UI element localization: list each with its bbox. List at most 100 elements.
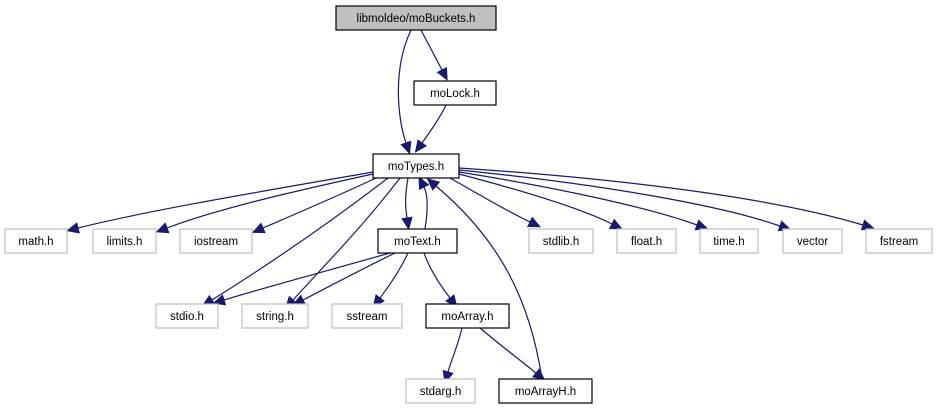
node-moLock[interactable]: moLock.h bbox=[413, 80, 497, 106]
node-label: moArray.h bbox=[441, 311, 493, 323]
edge-line bbox=[447, 327, 463, 373]
edge-moTypes-to-limits bbox=[155, 173, 374, 234]
edge-line bbox=[423, 186, 428, 230]
node-stdarg: stdarg.h bbox=[405, 378, 476, 404]
edge-line bbox=[77, 171, 374, 229]
node-box bbox=[179, 228, 253, 254]
edge-moTypes-to-stdlib bbox=[449, 177, 542, 228]
node-label: stdio.h bbox=[170, 311, 204, 323]
edge-line bbox=[458, 173, 613, 225]
nodes-layer: libmoldeo/moBuckets.h moLock.h moTypes.h ma… bbox=[4, 5, 933, 404]
node-label: moLock.h bbox=[430, 88, 480, 100]
arrowhead-icon bbox=[66, 222, 80, 234]
edge-moArray-to-moArrayH bbox=[479, 327, 546, 381]
arrowhead-icon bbox=[401, 216, 413, 231]
arrowhead-icon bbox=[608, 218, 623, 230]
node-moArray[interactable]: moArray.h bbox=[425, 303, 510, 329]
node-box bbox=[498, 378, 593, 404]
node-box bbox=[331, 303, 403, 329]
edge-moText-to-moArray bbox=[423, 252, 458, 308]
edge-moText-to-stdio bbox=[212, 252, 391, 306]
node-box bbox=[335, 5, 497, 31]
node-box bbox=[4, 228, 68, 254]
node-box bbox=[528, 228, 594, 254]
node-limits: limits.h bbox=[92, 228, 157, 254]
node-math: math.h bbox=[4, 228, 68, 254]
node-moBuckets[interactable]: libmoldeo/moBuckets.h bbox=[335, 5, 497, 31]
node-label: stdlib.h bbox=[543, 236, 579, 248]
arrowhead-icon bbox=[212, 294, 227, 306]
edge-moTypes-to-math bbox=[66, 171, 374, 234]
edge-line bbox=[292, 177, 401, 301]
edge-line bbox=[449, 177, 531, 223]
node-label: moTypes.h bbox=[388, 161, 444, 173]
edge-line bbox=[479, 327, 537, 374]
edge-moArray-to-stdarg bbox=[442, 327, 463, 384]
edge-moBuckets-to-moLock bbox=[420, 29, 448, 81]
edge-line bbox=[435, 185, 543, 380]
edge-line bbox=[379, 252, 409, 299]
edge-line bbox=[458, 167, 864, 226]
node-label: limits.h bbox=[107, 236, 143, 248]
node-iostream: iostream bbox=[179, 228, 253, 254]
edges-layer bbox=[66, 29, 875, 384]
node-sstream: sstream bbox=[331, 303, 403, 329]
edge-moTypes-to-time bbox=[458, 171, 709, 231]
node-label: stdarg.h bbox=[420, 386, 462, 398]
edge-moTypes-to-moText bbox=[401, 177, 413, 231]
node-float: float.h bbox=[616, 228, 677, 254]
edge-moTypes-to-float bbox=[458, 173, 623, 230]
edge-moArrayH-to-moTypes bbox=[426, 178, 543, 380]
node-moTypes[interactable]: moTypes.h bbox=[372, 153, 460, 179]
edge-line bbox=[223, 252, 391, 301]
edge-line bbox=[262, 177, 377, 229]
edge-moLock-to-moTypes bbox=[414, 104, 447, 153]
node-label: sstream bbox=[347, 311, 388, 323]
edge-line bbox=[397, 29, 412, 144]
edge-line bbox=[458, 171, 698, 226]
edge-line bbox=[421, 104, 447, 144]
node-box bbox=[377, 228, 458, 254]
node-label: libmoldeo/moBuckets.h bbox=[357, 13, 476, 25]
node-label: fstream bbox=[880, 236, 918, 248]
arrowhead-icon bbox=[531, 368, 546, 381]
node-label: math.h bbox=[18, 236, 53, 248]
node-box bbox=[425, 303, 510, 329]
arrowhead-icon bbox=[860, 219, 875, 231]
edge-line bbox=[166, 173, 374, 229]
node-label: moText.h bbox=[394, 236, 441, 248]
node-label: vector bbox=[797, 236, 828, 248]
edge-line bbox=[423, 252, 451, 299]
node-label: string.h bbox=[256, 311, 294, 323]
node-box bbox=[782, 228, 843, 254]
node-label: iostream bbox=[194, 236, 238, 248]
arrowhead-icon bbox=[414, 139, 427, 153]
node-label: moArrayH.h bbox=[515, 386, 576, 398]
arrowhead-icon bbox=[418, 176, 430, 191]
node-stdio: stdio.h bbox=[155, 303, 219, 329]
node-box bbox=[616, 228, 677, 254]
edge-moText-to-moTypes bbox=[418, 176, 430, 230]
node-string: string.h bbox=[241, 303, 309, 329]
node-box bbox=[699, 228, 759, 254]
node-label: time.h bbox=[713, 236, 744, 248]
node-box bbox=[405, 378, 476, 404]
node-box bbox=[865, 228, 933, 254]
node-moText[interactable]: moText.h bbox=[377, 228, 458, 254]
node-time: time.h bbox=[699, 228, 759, 254]
node-vector: vector bbox=[782, 228, 843, 254]
edge-line bbox=[458, 169, 781, 227]
node-moArrayH[interactable]: moArrayH.h bbox=[498, 378, 593, 404]
edge-moTypes-to-vector bbox=[458, 169, 792, 232]
edge-line bbox=[211, 177, 389, 301]
arrowhead-icon bbox=[436, 66, 448, 81]
arrowhead-icon bbox=[400, 140, 412, 155]
node-box bbox=[413, 80, 497, 106]
node-stdlib: stdlib.h bbox=[528, 228, 594, 254]
edge-moBuckets-to-moTypes bbox=[397, 29, 412, 155]
node-box bbox=[372, 153, 460, 179]
arrowhead-icon bbox=[251, 222, 266, 234]
node-box bbox=[92, 228, 157, 254]
node-label: float.h bbox=[631, 236, 662, 248]
